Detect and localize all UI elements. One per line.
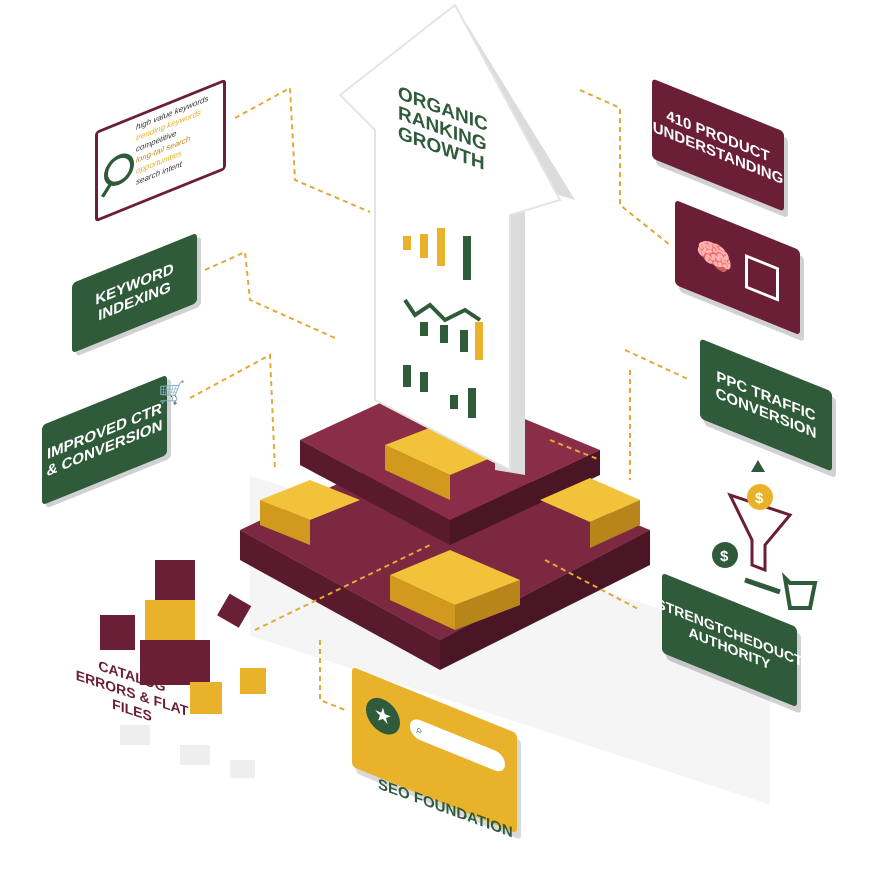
catalog-cubes (100, 560, 266, 778)
cart-icon (744, 572, 818, 610)
funnel-icon: $ (727, 460, 793, 573)
star-badge-icon: ★ (366, 692, 400, 741)
cart-icon: 🛒 (158, 380, 186, 405)
box-icon (745, 253, 780, 302)
dollar-icon: $ (712, 542, 738, 568)
line-chart (403, 298, 483, 360)
svg-text:$: $ (755, 490, 764, 507)
gold-blocks (260, 420, 640, 630)
brain-icon: 🧠 (695, 233, 734, 282)
growth-arrow (338, 3, 575, 475)
bar-chart-1 (403, 228, 471, 280)
dashed-connectors (189, 86, 691, 711)
bar-chart-2 (403, 365, 476, 418)
search-bar-icon: ⌕ (410, 716, 505, 775)
svg-text:$: $ (720, 548, 729, 565)
